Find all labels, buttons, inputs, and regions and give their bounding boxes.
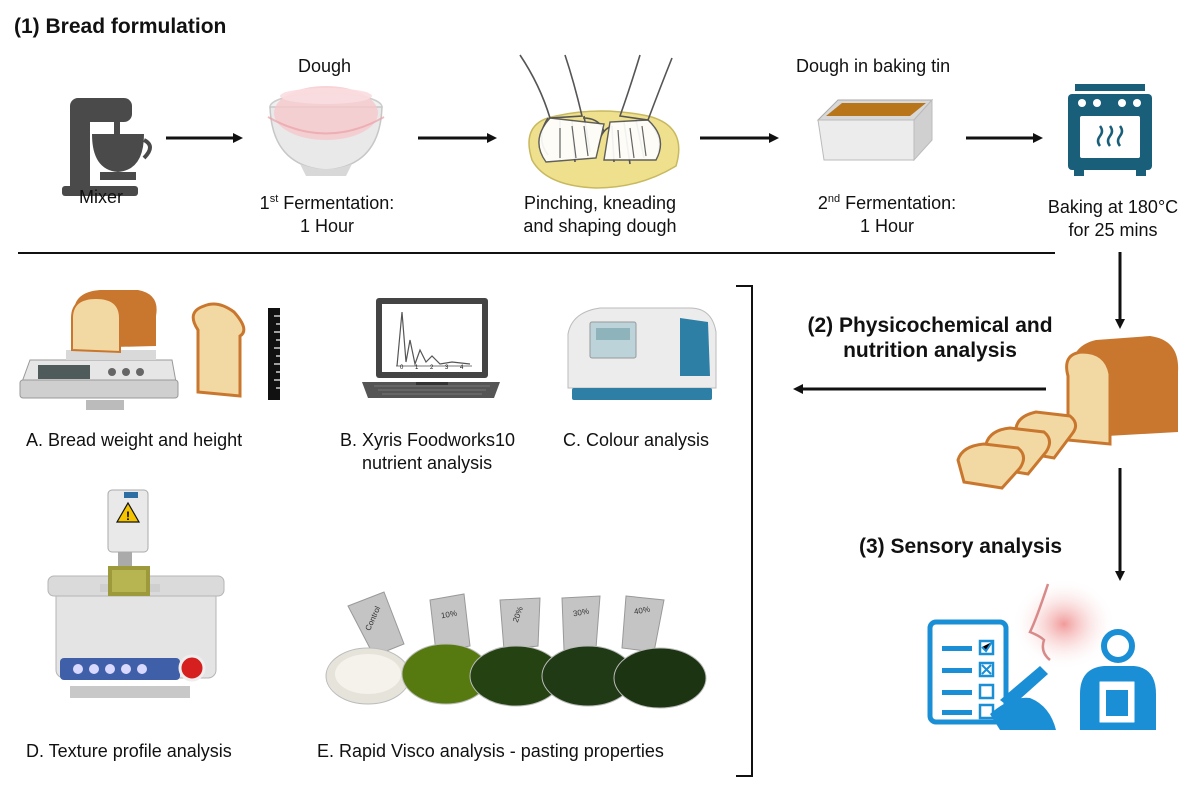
texture-analyser-icon: ! <box>47 489 225 698</box>
analysis-b-label: B. Xyris Foodworks10 nutrient analysis <box>340 429 515 475</box>
graph-tick-1: 1 <box>415 365 419 371</box>
graph-tick-4: 4 <box>460 365 464 371</box>
oven-icon <box>1068 84 1152 176</box>
fermentation2-label: 2nd Fermentation: 1 Hour <box>792 192 982 238</box>
mixer-label: Mixer <box>79 187 123 207</box>
fermentation1-text: Fermentation: <box>278 193 395 213</box>
analysis-a-label: A. Bread weight and height <box>26 430 243 450</box>
analysis-d-label: D. Texture profile analysis <box>26 741 232 761</box>
fermentation2-ordinal-suffix: nd <box>827 193 841 205</box>
dough-title: Dough <box>298 56 352 76</box>
rva-cup-10 <box>429 593 471 653</box>
fermentation1-label: 1st Fermentation: 1 Hour <box>232 192 422 238</box>
analysis-b-line-2: nutrient analysis <box>362 453 493 473</box>
rva-cup-40 <box>621 595 665 653</box>
section1-title: (1) Bread formulation <box>14 15 227 38</box>
laptop-icon <box>362 298 500 398</box>
fermentation2-text: Fermentation: <box>840 193 957 213</box>
analysis-bracket <box>736 285 753 777</box>
dough-bowl-icon <box>267 86 385 176</box>
flow-arrows <box>166 133 1125 581</box>
fermentation1-ordinal: 1 <box>259 193 270 213</box>
section2-title-line-1: (2) Physicochemical and <box>807 314 1053 337</box>
ruler-icon <box>268 308 280 400</box>
analysis-e-label: E. Rapid Visco analysis - pasting proper… <box>317 741 664 761</box>
fermentation2-duration: 1 Hour <box>859 216 915 236</box>
kneading-line-1: Pinching, kneading <box>523 193 677 213</box>
baking-label: Baking at 180°C for 25 mins <box>1030 196 1196 242</box>
baking-tin-title: Dough in baking tin <box>796 56 951 76</box>
section3-title: (3) Sensory analysis <box>859 535 1063 558</box>
rva-samples-illustration <box>325 591 707 709</box>
bread-slice-icon <box>191 302 246 398</box>
fermentation2-ordinal: 2 <box>817 193 828 213</box>
colorimeter-icon <box>567 307 717 400</box>
analysis-c-label: C. Colour analysis <box>563 430 710 450</box>
baking-line-2: for 25 mins <box>1068 220 1158 240</box>
graph-tick-2: 2 <box>430 365 434 371</box>
kneading-hands-icon <box>519 54 680 189</box>
sensory-panel-icon <box>927 578 1156 730</box>
rva-cup-control <box>347 591 405 657</box>
rva-dish-40 <box>613 647 707 709</box>
scale-with-bread-icon <box>19 290 179 410</box>
section2-title: (2) Physicochemical and nutrition analys… <box>780 313 1080 363</box>
rva-cup-30 <box>561 595 601 651</box>
graph-tick-3: 3 <box>445 365 449 371</box>
kneading-label: Pinching, kneading and shaping dough <box>500 192 700 238</box>
analysis-b-line-1: B. Xyris Foodworks10 <box>340 430 516 450</box>
fermentation1-ordinal-suffix: st <box>269 193 279 205</box>
fermentation1-duration: 1 Hour <box>299 216 355 236</box>
baking-tin-icon <box>816 98 934 162</box>
rva-cup-20 <box>499 597 541 651</box>
svg-text:!: ! <box>126 509 130 523</box>
baking-line-1: Baking at 180°C <box>1047 197 1179 217</box>
kneading-line-2: and shaping dough <box>523 216 677 236</box>
sliced-bread-icon <box>956 336 1179 490</box>
graph-tick-0: 0 <box>400 365 404 371</box>
mixer-icon <box>62 98 152 196</box>
section2-title-line-2: nutrition analysis <box>843 339 1017 362</box>
